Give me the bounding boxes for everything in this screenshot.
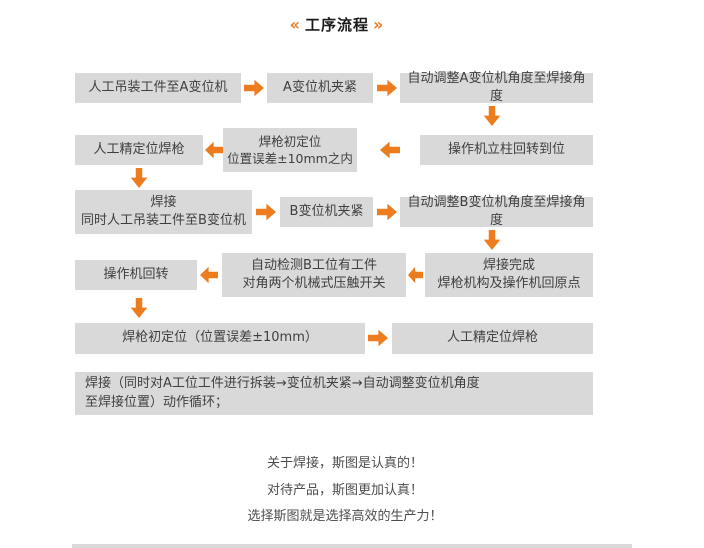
flow-step-line: 焊枪机构及操作机回原点 [437,276,581,291]
arrow-left-icon [200,266,218,284]
flow-step-torch-initial-position-2: 焊枪初定位（位置误差±10mm） [75,323,365,354]
flow-step-line: 自动检测B工位有工件 [251,257,377,273]
page-title-text: 工序流程 [304,16,369,34]
arrow-right-icon [368,329,388,347]
flow-step-line: 同时人工吊装工件至B变位机 [81,213,246,228]
flow-step-line: 至焊接位置）动作循环； [85,394,229,410]
arrow-down-icon [483,106,501,126]
arrow-down-icon [130,168,148,188]
arrow-left-icon [205,141,223,159]
arrow-right-icon [377,79,397,97]
flow-step-line: 焊接完成 [482,257,535,273]
arrow-down-icon [483,230,501,250]
flow-step-weld-complete-return-origin: 焊接完成 焊枪机构及操作机回原点 [425,253,593,297]
flow-step-column-rotate-in-place: 操作机立柱回转到位 [420,135,593,165]
arrow-right-icon [256,203,276,221]
flow-step-torch-initial-position: 焊枪初定位 位置误差±10mm之内 [223,128,357,172]
flow-step-weld-and-hoist-to-b: 焊接 同时人工吊装工件至B变位机 [75,190,252,234]
right-chevrons-icon: » [373,15,385,34]
footer-slogan-3: 选择斯图就是选择高效的生产力！ [247,509,443,524]
flow-step-line: 位置误差±10mm之内 [227,151,353,166]
arrow-right-icon [377,203,397,221]
flow-step-manual-fine-position-torch: 人工精定位焊枪 [75,135,203,165]
arrow-down-icon [130,298,148,318]
arrow-left-icon [408,266,423,284]
flow-step-line: 焊枪初定位 [258,133,322,149]
flow-step-line: 焊接 [150,194,177,210]
flow-step-line: 对角两个机械式压触开关 [242,276,386,291]
arrow-right-icon [244,79,264,97]
footer-slogan-2: 对待产品，斯图更加认真！ [266,483,423,498]
flow-step-detect-b-workpiece: 自动检测B工位有工件 对角两个机械式压触开关 [222,253,406,297]
flow-step-manipulator-rotate: 操作机回转 [75,260,197,290]
left-chevrons-icon: « [289,15,301,34]
flow-step-hoist-to-a: 人工吊装工件至A变位机 [75,73,241,103]
flow-step-adjust-b-angle: 自动调整B变位机角度至焊接角度 [400,195,593,228]
page-title: «工序流程» [0,14,674,35]
arrow-left-icon [380,141,400,159]
footer-slogan-1: 关于焊接，斯图是认真的！ [266,456,423,471]
flow-step-weld-cycle-loop: 焊接（同时对A工位工件进行拆装→变位机夹紧→自动调整变位机角度 至焊接位置）动作… [75,372,593,415]
flow-step-manual-fine-position-torch-2: 人工精定位焊枪 [392,323,593,354]
flow-step-line: 焊接（同时对A工位工件进行拆装→变位机夹紧→自动调整变位机角度 [85,376,480,392]
flow-step-adjust-a-angle: 自动调整A变位机角度至焊接角度 [400,71,593,104]
section-divider [72,544,632,548]
flow-step-b-clamp: B变位机夹紧 [280,197,373,227]
flow-step-a-clamp: A变位机夹紧 [267,73,373,103]
